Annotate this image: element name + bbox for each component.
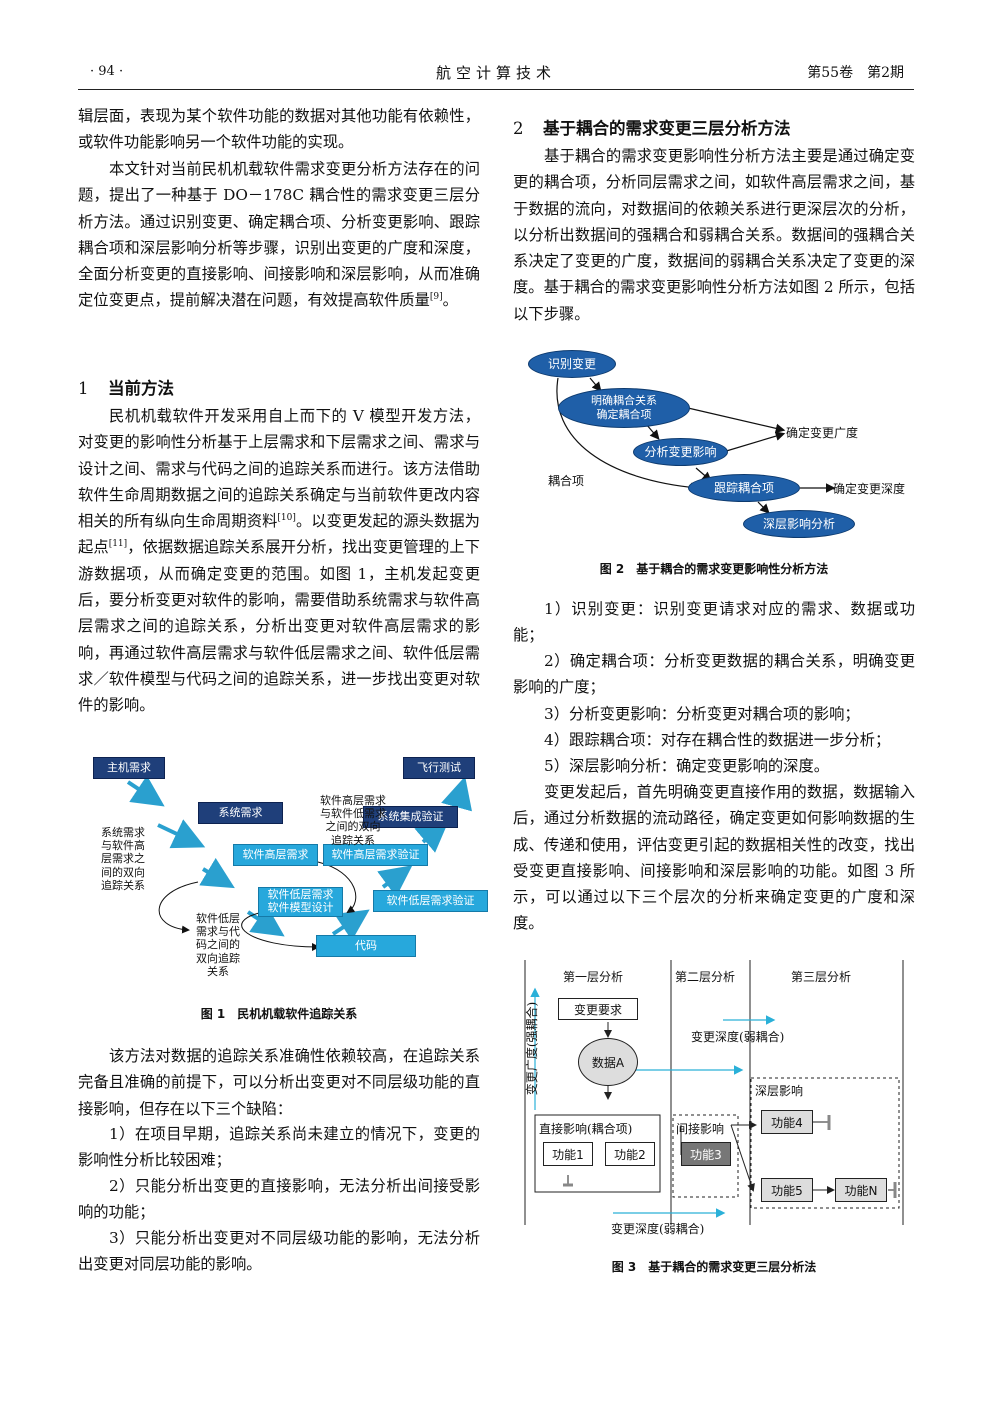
ref-10: [10] xyxy=(277,513,296,524)
host-requirement-box: 主机需求 xyxy=(93,757,165,779)
left-p2-end: 。 xyxy=(442,291,458,310)
issue-info: 第55卷 第2期 xyxy=(807,65,904,81)
indirect-impact-label: 间接影响 xyxy=(676,1122,725,1136)
ref-11: [11] xyxy=(108,539,128,550)
figure-2-caption: 图 2 基于耦合的需求变更影响性分析方法 xyxy=(599,562,829,576)
deep-analysis-node: 深层影响分析 xyxy=(743,510,855,538)
left-list-3: 3）只能分析出变更对不同层级功能的影响，无法分析出变更对同层功能的影响。 xyxy=(78,1229,480,1274)
llr-box: 软件低层需求 软件模型设计 xyxy=(258,887,343,917)
figure-1-arrows xyxy=(126,775,472,951)
breadth-label: 确定变更广度 xyxy=(786,426,859,440)
layer-2-label: 第二层分析 xyxy=(675,970,736,984)
page-header: · 94 · 航空计算技术 第55卷 第2期 xyxy=(78,62,914,90)
step-3: 3）分析变更影响：分析变更对耦合项的影响； xyxy=(544,705,860,723)
coupling-item-label: 耦合项 xyxy=(548,474,585,488)
left-list-2: 2）只能分析出变更的直接影响，无法分析出间接受影响的功能； xyxy=(78,1177,480,1222)
page-number: · 94 · xyxy=(90,64,124,79)
function-2-box: 功能2 xyxy=(605,1142,655,1166)
hlr-box: 软件高层需求 xyxy=(233,844,318,866)
step-1: 1）识别变更：识别变更请求对应的需求、数据或功能； xyxy=(513,600,915,645)
deep-impact-label: 深层影响 xyxy=(755,1084,804,1098)
left-p2-text: 本文针对当前民机机载软件需求变更分析方法存在的问题，提出了一种基于 DO－178… xyxy=(78,160,480,310)
figure-1: 主机需求 飞行测试 系统需求 系统集成验证 软件高层需求 软件高层需求验证 软件… xyxy=(88,752,488,992)
function-n-box: 功能N xyxy=(835,1178,887,1202)
hlr-verify-box: 软件高层需求验证 xyxy=(323,844,428,866)
system-integration-box: 系统集成验证 xyxy=(363,806,458,828)
figure-3-lines xyxy=(524,960,904,1225)
step-4: 4）跟踪耦合项：对存在耦合性的数据进一步分析； xyxy=(544,731,891,749)
section-1-title: 当前方法 xyxy=(108,379,174,398)
left-p3a: 民机机载软件开发采用自上而下的 V 模型开发方法，对变更的影响性分析基于上层需求… xyxy=(78,407,480,531)
breadth-vertical-label: 变更广度(强耦合) xyxy=(525,1001,540,1096)
function-1-box: 功能1 xyxy=(543,1142,593,1166)
right-paragraph-1: 基于耦合的需求变更影响性分析方法主要是通过确定变更的耦合项，分析同层需求之间，如… xyxy=(513,147,915,323)
ref-9: [9] xyxy=(429,292,443,303)
figure-1-caption: 图 1 民机机载软件追踪关系 xyxy=(200,1007,358,1021)
figure-2: 识别变更 明确耦合关系 确定耦合项 分析变更影响 跟踪耦合项 深层影响分析 确定… xyxy=(528,340,918,545)
code-box: 代码 xyxy=(316,935,416,957)
figure-3: 第一层分析 第二层分析 第三层分析 变更要求 数据A 变更广度(强耦合) 变更深… xyxy=(523,960,915,1245)
left-paragraph-2: 本文针对当前民机机载软件需求变更分析方法存在的问题，提出了一种基于 DO－178… xyxy=(78,156,480,314)
header-rule xyxy=(78,89,914,90)
system-requirement-box: 系统需求 xyxy=(198,802,283,824)
flight-test-box: 飞行测试 xyxy=(403,757,475,779)
identify-change-node: 识别变更 xyxy=(528,350,616,378)
function-3-box: 功能3 xyxy=(681,1142,731,1166)
right-paragraph-2: 变更发起后，首先明确变更直接作用的数据，数据输入后，通过分析数据的流动路径，确定… xyxy=(513,783,915,933)
left-p3b: 。以变更发起的源头数据为起点 xyxy=(78,512,480,557)
depth-bottom-label: 变更深度(弱耦合) xyxy=(611,1222,705,1236)
note-sys-hlr-trace: 系统需求 与软件高 层需求之 间的双向 追踪关系 xyxy=(101,826,145,892)
section-1-heading: 1 当前方法 xyxy=(78,375,174,399)
data-a-circle: 数据A xyxy=(578,1038,638,1086)
left-list-1: 1）在项目早期，追踪关系尚未建立的情况下，变更的影响性分析比较困难； xyxy=(78,1125,480,1170)
section-2-title: 基于耦合的需求变更三层分析方法 xyxy=(543,119,791,138)
section-1-number: 1 xyxy=(78,379,89,398)
change-request-box: 变更要求 xyxy=(558,998,638,1020)
direct-impact-label: 直接影响(耦合项) xyxy=(539,1122,633,1136)
left-paragraph-1: 辑层面，表现为某个软件功能的数据对其他功能有依赖性，或软件功能影响另一个软件功能… xyxy=(78,107,480,152)
function-5-box: 功能5 xyxy=(761,1178,813,1202)
left-paragraph-4: 该方法对数据的追踪关系准确性依赖较高，在追踪关系完备且准确的前提下，可以分析出变… xyxy=(78,1047,480,1118)
note-llr-code-trace: 软件低层 需求与代 码之间的 双向追踪 关系 xyxy=(196,912,240,978)
depth-top-label: 变更深度(弱耦合) xyxy=(691,1030,785,1044)
left-p3c: ，依据数据追踪关系展开分析，找出变更管理的上下游数据项，从而确定变更的范围。如图… xyxy=(78,538,480,715)
note-hlr-llr-trace: 软件高层需求 与软件低需求 之间的双向 追踪关系 xyxy=(320,794,386,847)
llr-verify-box: 软件低层需求验证 xyxy=(373,890,488,912)
section-2-number: 2 xyxy=(513,119,524,138)
track-coupling-node: 跟踪耦合项 xyxy=(688,474,800,502)
journal-title: 航空计算技术 xyxy=(435,64,556,82)
depth-label: 确定变更深度 xyxy=(833,482,906,496)
section-2-heading: 2 基于耦合的需求变更三层分析方法 xyxy=(513,115,791,139)
figure-3-caption: 图 3 基于耦合的需求变更三层分析法 xyxy=(611,1260,817,1274)
layer-3-label: 第三层分析 xyxy=(791,970,852,984)
layer-1-label: 第一层分析 xyxy=(563,970,624,984)
figure-2-arrows xyxy=(556,377,836,514)
step-2: 2）确定耦合项：分析变更数据的耦合关系，明确变更影响的广度； xyxy=(513,652,915,697)
function-4-box: 功能4 xyxy=(761,1110,813,1134)
clarify-coupling-node: 明确耦合关系 确定耦合项 xyxy=(558,388,690,428)
step-5: 5）深层影响分析：确定变更影响的深度。 xyxy=(544,757,830,775)
analyze-impact-node: 分析变更影响 xyxy=(633,438,728,466)
left-paragraph-3: 民机机载软件开发采用自上而下的 V 模型开发方法，对变更的影响性分析基于上层需求… xyxy=(78,403,480,719)
